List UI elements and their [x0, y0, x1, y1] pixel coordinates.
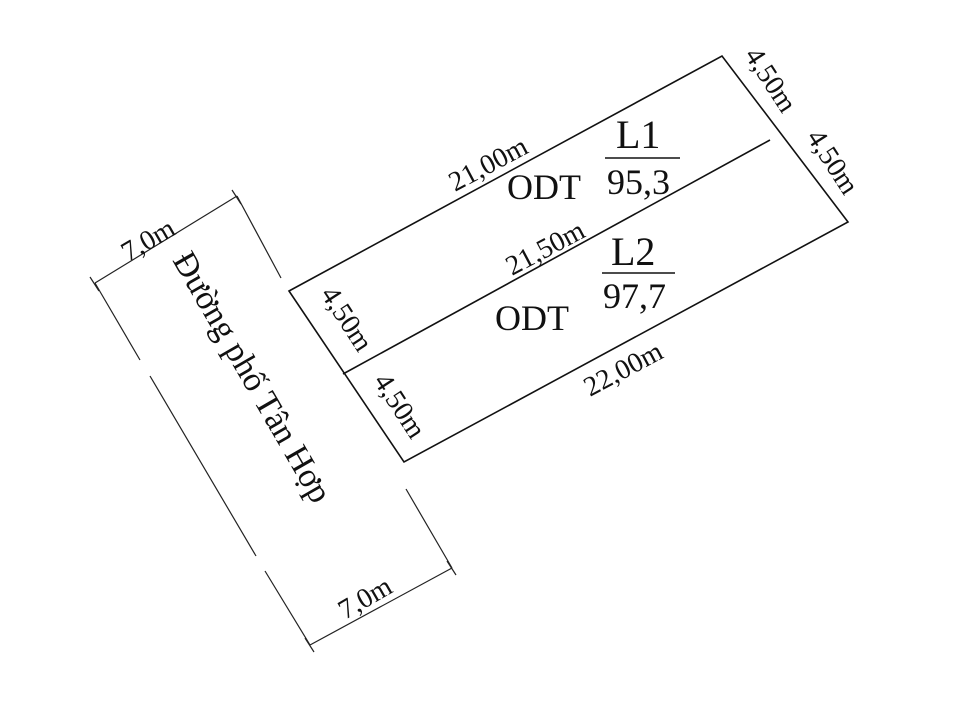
road-bottom-dimension-line: [309, 567, 453, 646]
road-left-edge-segment: [264, 570, 311, 646]
plot-l1-land-type: ODT: [507, 167, 581, 207]
plot-l2-back-edge-label: 4,50m: [800, 124, 865, 200]
dimension-tick: [89, 276, 100, 292]
road-right-edge-segment: [236, 195, 282, 279]
road-width-bottom-label: 7,0m: [333, 571, 398, 626]
plot-l2-id: L2: [611, 229, 655, 274]
plot-l2-area: 97,7: [603, 276, 666, 316]
road-left-edge-segment: [94, 282, 141, 361]
plot-l2-land-type: ODT: [495, 298, 569, 338]
road-top-dimension-line: [94, 195, 238, 284]
plot-l1-area: 95,3: [607, 162, 670, 202]
road-name-label: Đường phố Tân Hợp: [165, 246, 339, 510]
plot-l2-bottom-edge-label: 22,00m: [579, 336, 669, 403]
plot-divider-line: [342, 139, 771, 375]
plot-outline: [287, 54, 850, 464]
plot-boundary: [287, 54, 850, 464]
plot-l2-front-edge-label: 4,50m: [367, 368, 432, 444]
road-left-edge-segment: [149, 375, 257, 557]
road-right-edge-segment: [405, 488, 453, 569]
plot-l1-front-edge-label: 4,50m: [314, 281, 379, 357]
dimension-tick: [304, 637, 315, 653]
dimension-tick: [231, 189, 242, 205]
shared-edge-label: 21,50m: [501, 215, 591, 282]
plot-l1-back-edge-label: 4,50m: [738, 42, 803, 118]
dimension-tick: [446, 560, 457, 576]
road-lines: [89, 189, 457, 653]
plot-l1-id: L1: [616, 112, 660, 157]
